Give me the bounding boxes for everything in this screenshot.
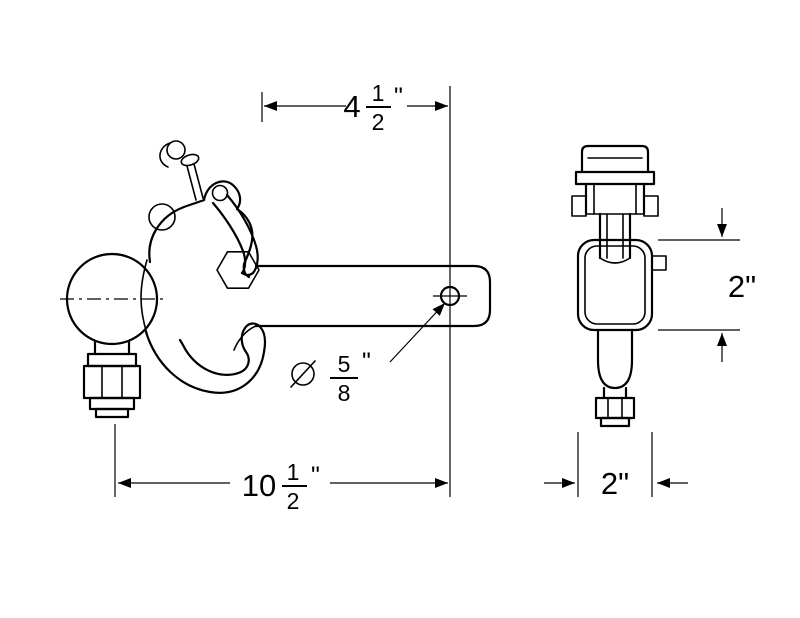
hinge-tab-left: [571, 195, 587, 217]
body-top-outline: [148, 198, 206, 264]
end-view: [571, 144, 667, 428]
pintle-horn: [144, 322, 267, 394]
dim-whole: 10: [242, 468, 276, 503]
leader-arrow: [389, 302, 446, 363]
hook-body-inner: [584, 245, 646, 325]
latch-cap-lip: [574, 170, 656, 186]
diameter-symbol-icon: [290, 360, 316, 388]
dim-whole: 4: [343, 89, 360, 124]
dim-denominator: 2: [287, 488, 300, 514]
dim-unit: ": [311, 462, 320, 490]
latch-column: [598, 212, 632, 264]
horn-front: [596, 328, 634, 390]
hole-denominator: 8: [338, 380, 351, 406]
dim-label: 2": [728, 269, 756, 304]
dimension-overall-length: 10 1 2 ": [114, 424, 448, 514]
dim-unit: ": [394, 83, 403, 111]
latch-pivot-bolt: [211, 184, 229, 202]
latch-keeper-tab: [651, 255, 667, 271]
body-hole: [148, 203, 176, 231]
hole-numerator: 5: [338, 351, 351, 377]
dim-numerator: 1: [372, 80, 385, 106]
dim-numerator: 1: [287, 459, 300, 485]
dim-label: 2": [601, 466, 629, 501]
end-view-nut-stack: [594, 386, 636, 428]
dim-denominator: 2: [372, 109, 385, 135]
latch-housing: [202, 180, 242, 211]
dimension-shank-width: 2": [544, 432, 688, 501]
latch-cap: [580, 144, 650, 174]
dimension-shank-height: 2": [658, 208, 756, 362]
ball-mount-plate-line: [140, 259, 148, 335]
side-view: [60, 140, 492, 419]
dimension-shank-hole-offset: 4 1 2 ": [261, 80, 451, 497]
ball-stud-and-nut: [82, 339, 142, 419]
hook-body-front: [576, 238, 654, 332]
hitch-shank: [254, 264, 492, 328]
mounting-bolt-hex: [216, 251, 260, 290]
hinge-tab-right: [643, 195, 659, 217]
dimension-hole-diameter-callout: 5 8 ": [290, 302, 446, 406]
safety-pin-clip: [159, 140, 204, 201]
latch-arm: [211, 193, 259, 277]
hole-unit: ": [362, 348, 371, 376]
